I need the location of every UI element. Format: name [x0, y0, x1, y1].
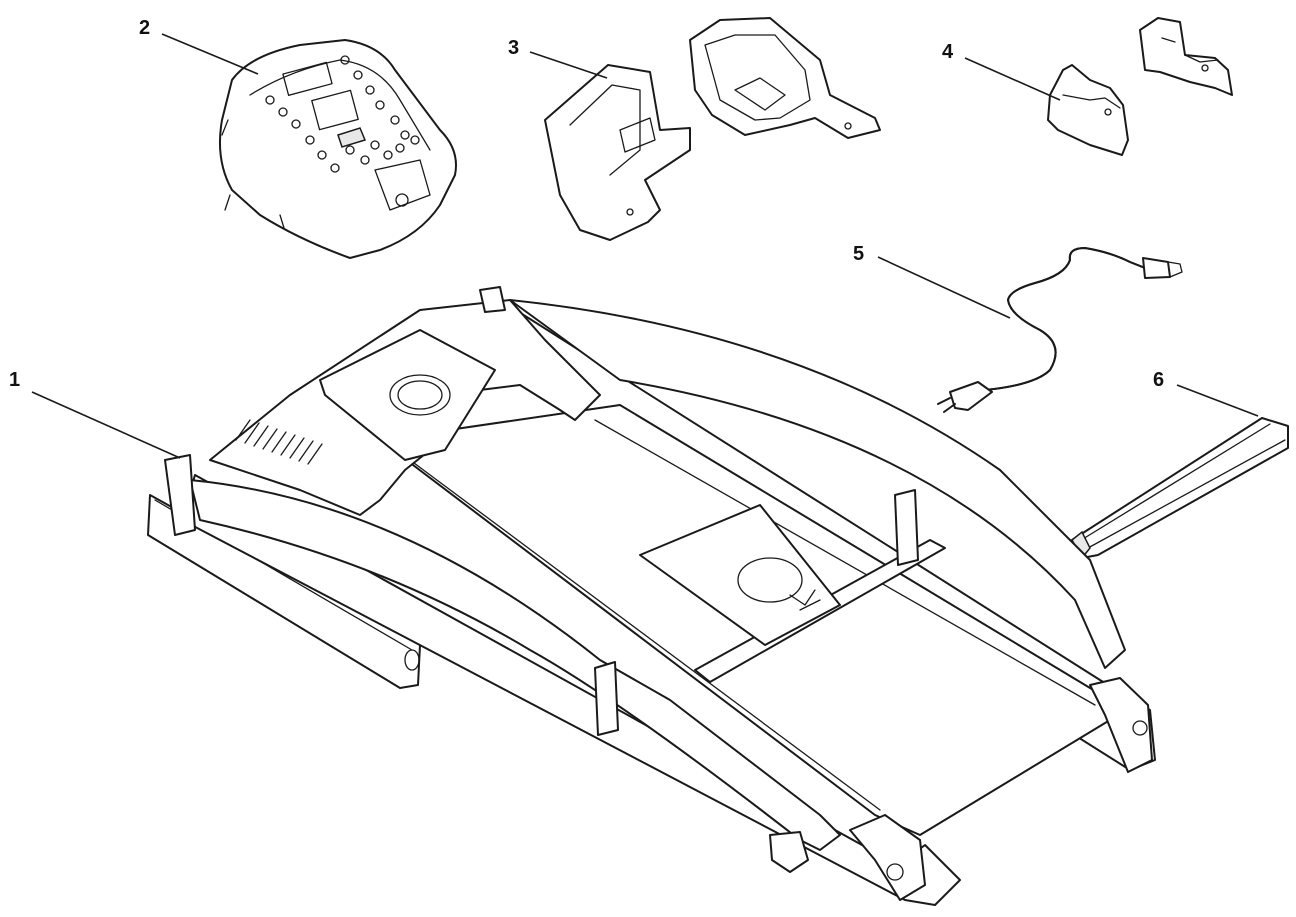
callout-2: 2 [139, 17, 151, 39]
leader-lines [31, 33, 1259, 459]
callout-1: 1 [9, 369, 21, 391]
part-console [219, 39, 457, 259]
callout-6: 6 [1153, 369, 1165, 391]
part-side-covers [544, 17, 881, 241]
part-power-cord [937, 247, 1183, 413]
part-end-caps [1047, 17, 1233, 156]
part-rail-trim [1071, 417, 1289, 560]
callout-3: 3 [508, 37, 520, 59]
callout-4: 4 [942, 41, 954, 63]
part-treadmill-frame [147, 286, 1156, 906]
callout-5: 5 [853, 243, 865, 265]
